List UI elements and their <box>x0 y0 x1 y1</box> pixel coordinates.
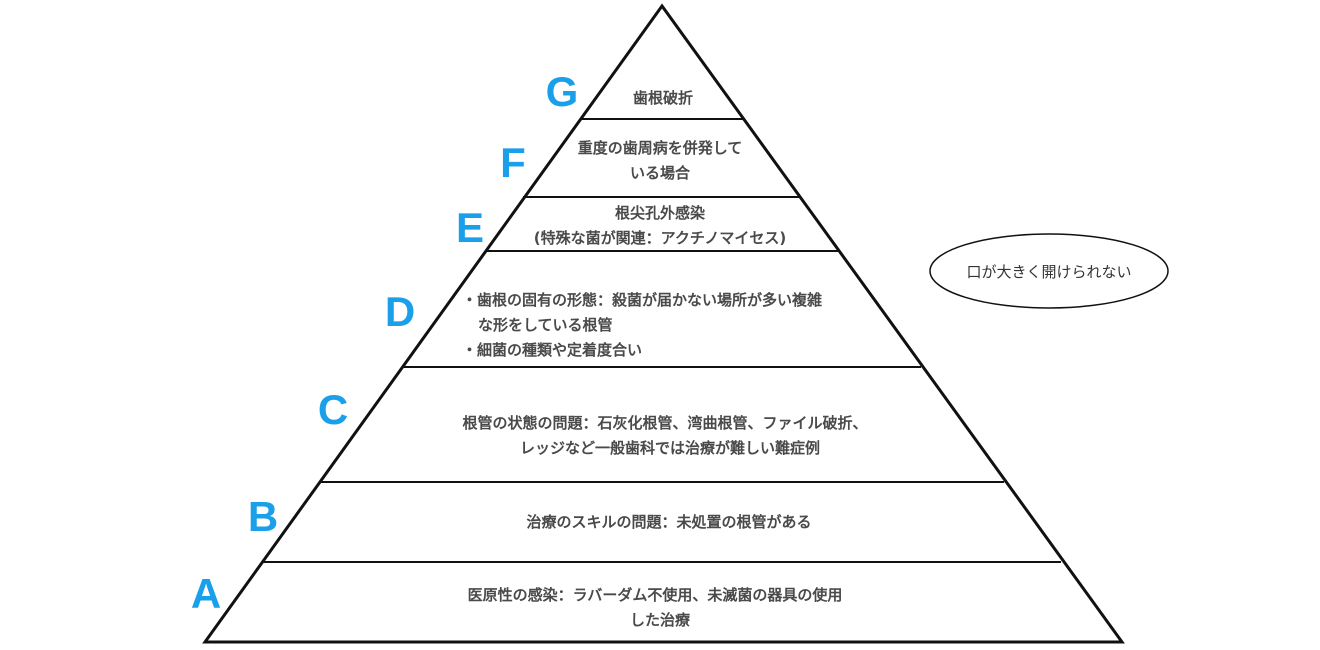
note-text: 口が大きく開けられない <box>966 263 1131 281</box>
level-e-text-line2: (特殊な菌が関連：アクチノマイセス) <box>534 229 787 247</box>
note-ellipse <box>929 233 1169 309</box>
level-c-text-line1: 根管の状態の問題：石灰化根管、湾曲根管、ファイル破折、 <box>462 414 867 432</box>
level-b-text: 治療のスキルの問題：未処置の根管がある <box>526 513 811 531</box>
level-d-text-line2: な形をしている根管 <box>478 316 613 334</box>
level-d-text-line1: ・歯根の固有の形態：殺菌が届かない場所が多い複雑 <box>462 291 822 309</box>
level-c-text-line2: レッジなど一般歯科では治療が難しい難症例 <box>520 439 820 457</box>
level-f-text-line1: 重度の歯周病を併発して <box>578 139 743 157</box>
level-letter-c: C <box>318 386 348 433</box>
level-letter-g: G <box>546 68 579 115</box>
level-e-text-line1: 根尖孔外感染 <box>615 204 706 222</box>
level-letter-f: F <box>500 139 526 186</box>
level-a-text-line1: 医原性の感染：ラバーダム不使用、未滅菌の器具の使用 <box>468 586 843 604</box>
level-letter-e: E <box>456 204 484 251</box>
level-letter-a: A <box>191 570 221 617</box>
level-d-text-line3: ・細菌の種類や定着度合い <box>462 341 642 359</box>
level-letter-b: B <box>248 493 278 540</box>
level-letter-d: D <box>385 288 415 335</box>
level-f-text-line2: いる場合 <box>630 164 691 182</box>
level-g-text: 歯根破折 <box>633 89 693 107</box>
level-a-text-line2: した治療 <box>630 611 691 629</box>
